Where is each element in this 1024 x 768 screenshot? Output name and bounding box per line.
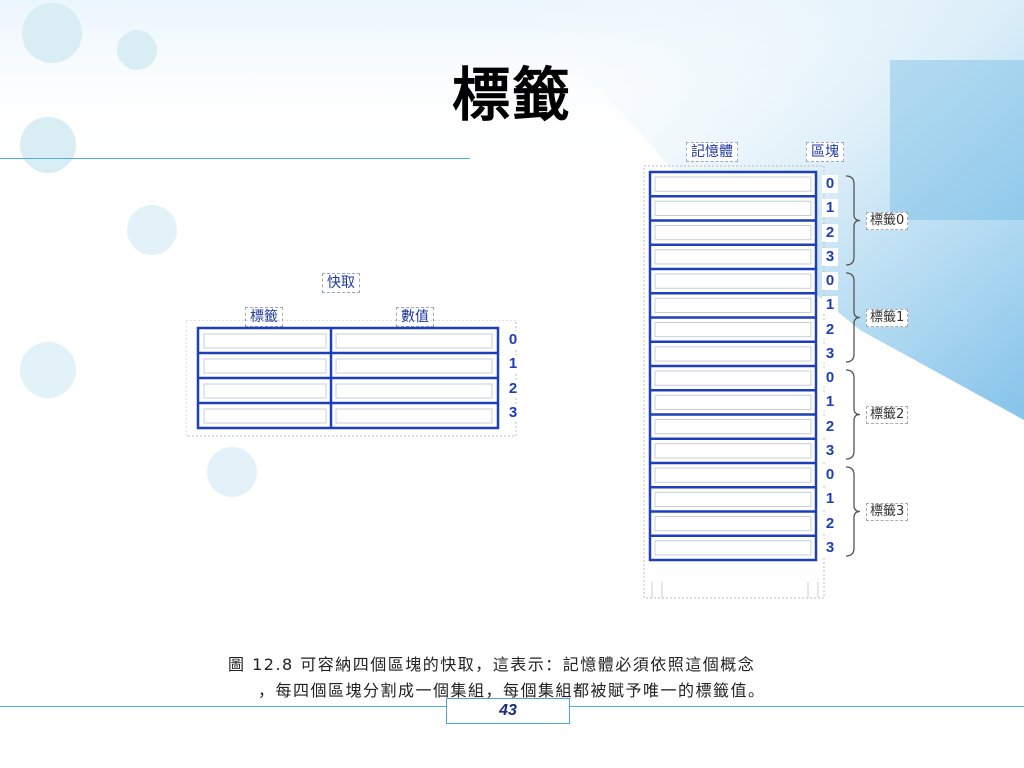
group-brace bbox=[845, 272, 861, 363]
group-brace bbox=[845, 466, 861, 557]
memory-block bbox=[654, 443, 812, 459]
memory-block bbox=[654, 370, 812, 386]
memory-block-index: 1 bbox=[822, 393, 838, 412]
memory-block-index: 0 bbox=[822, 272, 838, 290]
cache-tag-header: 標籤 bbox=[245, 307, 283, 327]
cache-row-index: 1 bbox=[505, 355, 521, 373]
page-title: 標籤 bbox=[451, 61, 572, 129]
memory-block bbox=[654, 176, 812, 192]
memory-label: 記憶體 bbox=[686, 142, 738, 162]
page-number: 43 bbox=[446, 698, 570, 724]
memory-block-index: 1 bbox=[822, 296, 838, 315]
memory-block bbox=[654, 540, 812, 556]
group-tag-label: 標籤0 bbox=[866, 211, 909, 230]
cache-row-index: 2 bbox=[505, 380, 521, 398]
memory-block-index: 2 bbox=[822, 223, 838, 242]
block-header: 區塊 bbox=[806, 142, 844, 162]
figure-caption-line1: 圖 12.8 可容納四個區塊的快取，這表示：記憶體必須依照這個概念 bbox=[228, 654, 756, 676]
memory-block bbox=[654, 322, 812, 338]
memory-block bbox=[654, 273, 812, 289]
cache-row-index: 3 bbox=[505, 404, 521, 422]
group-tag-label: 標籤1 bbox=[866, 308, 909, 327]
memory-block bbox=[654, 467, 812, 483]
memory-block-index: 2 bbox=[822, 320, 838, 339]
group-brace bbox=[845, 175, 861, 266]
memory-block bbox=[654, 346, 812, 362]
memory-block bbox=[654, 200, 812, 216]
memory-block-index: 2 bbox=[822, 514, 838, 533]
memory-block-index: 1 bbox=[822, 199, 838, 218]
memory-block-index: 1 bbox=[822, 490, 838, 509]
group-tag-label: 標籤3 bbox=[866, 502, 909, 521]
cache-table bbox=[186, 320, 517, 437]
memory-block bbox=[654, 249, 812, 265]
memory-block-index: 2 bbox=[822, 417, 838, 436]
group-tag-label: 標籤2 bbox=[866, 405, 909, 424]
memory-block bbox=[654, 419, 812, 435]
memory-block bbox=[654, 394, 812, 410]
memory-block-index: 0 bbox=[822, 466, 838, 484]
figure-caption-line2: ，每四個區塊分割成一個集組，每個集組都被賦予唯一的標籤值。 bbox=[258, 680, 766, 702]
cache-label: 快取 bbox=[322, 273, 360, 293]
memory-block-index: 3 bbox=[822, 441, 838, 460]
header-divider bbox=[0, 158, 470, 159]
memory-block-index: 0 bbox=[822, 369, 838, 387]
memory-block bbox=[654, 297, 812, 313]
group-brace bbox=[845, 369, 861, 460]
memory-block-index: 3 bbox=[822, 538, 838, 557]
memory-block-index: 3 bbox=[822, 344, 838, 363]
memory-block bbox=[654, 225, 812, 241]
cache-value-header: 數值 bbox=[396, 307, 434, 327]
memory-table bbox=[643, 165, 861, 599]
memory-block-index: 3 bbox=[822, 247, 838, 266]
cache-row-index: 0 bbox=[505, 331, 521, 349]
memory-block bbox=[654, 491, 812, 507]
memory-block-index: 0 bbox=[822, 175, 838, 193]
memory-block bbox=[654, 516, 812, 532]
